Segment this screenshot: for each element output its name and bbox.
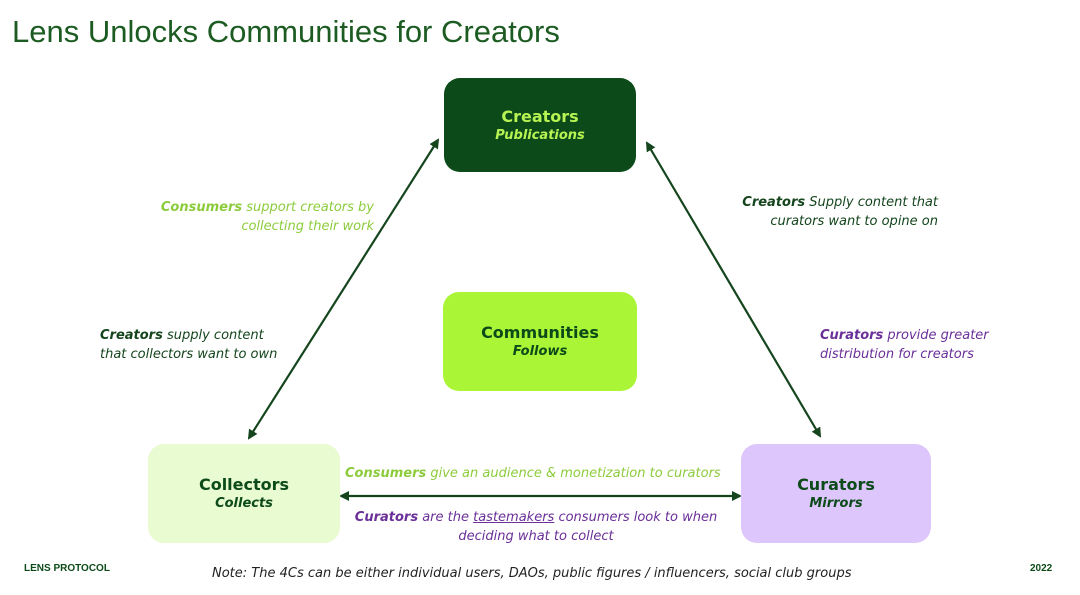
caption-bold: Creators [742, 195, 806, 210]
arrow-creators-collectors [247, 138, 440, 440]
collectors-box: Collectors Collects [148, 444, 340, 543]
caption-text: that collectors want to own [100, 347, 278, 362]
caption-text: curators want to opine on [770, 214, 938, 229]
caption-curators-distribution: Curators provide greater distribution fo… [820, 326, 989, 364]
caption-text: consumers look to when [554, 510, 718, 525]
caption-text: collecting their work [241, 219, 374, 234]
caption-text: support creators by [242, 200, 374, 215]
caption-text: Supply content that [805, 195, 938, 210]
curators-title: Curators [797, 475, 875, 494]
curators-subtitle: Mirrors [809, 496, 863, 511]
caption-creators-supply-collectors: Creators supply content that collectors … [100, 326, 277, 364]
caption-bold: Curators [820, 328, 884, 343]
caption-consumers-audience: Consumers give an audience & monetizatio… [345, 464, 721, 483]
footer-brand: LENS PROTOCOL [24, 563, 110, 574]
curators-box: Curators Mirrors [741, 444, 931, 543]
collectors-title: Collectors [198, 475, 290, 494]
creators-subtitle: Publications [495, 127, 585, 143]
caption-creators-supply-curators: Creators Supply content that curators wa… [718, 193, 938, 231]
caption-bold: Curators [354, 510, 419, 525]
caption-text: deciding what to collect [458, 529, 614, 544]
caption-text: give an audience & monetization to curat… [426, 466, 721, 481]
collectors-subtitle: Collects [215, 496, 273, 511]
creators-title: Creators [501, 106, 579, 126]
caption-curators-tastemakers: Curators are the tastemakers consumers l… [330, 508, 742, 546]
page-title: Lens Unlocks Communities for Creators [12, 14, 560, 49]
communities-subtitle: Follows [512, 344, 568, 359]
caption-bold: Consumers [345, 466, 427, 481]
creators-box: Creators Publications [444, 78, 636, 172]
caption-text: provide greater [883, 328, 989, 343]
footer-note: Note: The 4Cs can be either individual u… [212, 566, 852, 581]
communities-box: Communities Follows [443, 292, 637, 391]
caption-text: supply content [162, 328, 264, 343]
caption-consumers-support: Consumers support creators by collecting… [150, 198, 374, 236]
caption-text: distribution for creators [820, 347, 974, 362]
arrow-creators-curators [645, 141, 822, 438]
communities-title: Communities [481, 323, 599, 342]
caption-bold: Consumers [160, 200, 243, 215]
tastemakers-link[interactable]: tastemakers [473, 510, 555, 525]
footer-year: 2022 [1030, 563, 1053, 574]
caption-bold: Creators [100, 328, 163, 343]
caption-text: are the [418, 510, 474, 525]
